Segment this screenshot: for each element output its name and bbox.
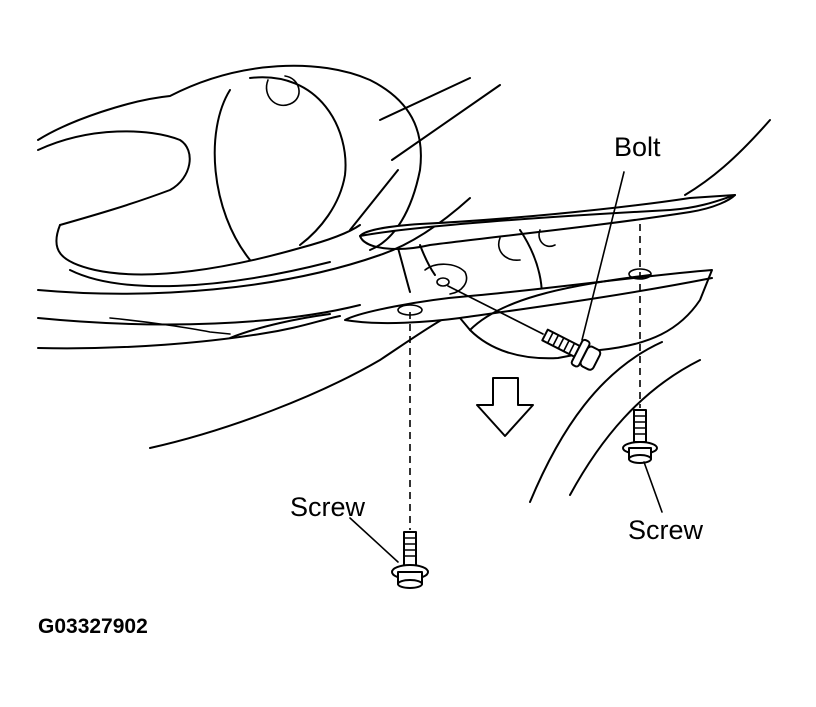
leader-lines (349, 171, 663, 563)
fastener-guide-lines (409, 224, 641, 530)
screw-icon-right (622, 409, 658, 464)
figure-code: G03327902 (38, 615, 148, 638)
car-body-outline (37, 64, 771, 503)
down-arrow-icon (476, 377, 534, 437)
under-cover (344, 194, 736, 360)
bolt-label: Bolt (614, 132, 661, 162)
screw-label-left: Screw (290, 492, 366, 522)
screw-icon-left (391, 531, 429, 589)
bolt-icon (541, 328, 602, 371)
screw-label-right: Screw (628, 515, 704, 545)
